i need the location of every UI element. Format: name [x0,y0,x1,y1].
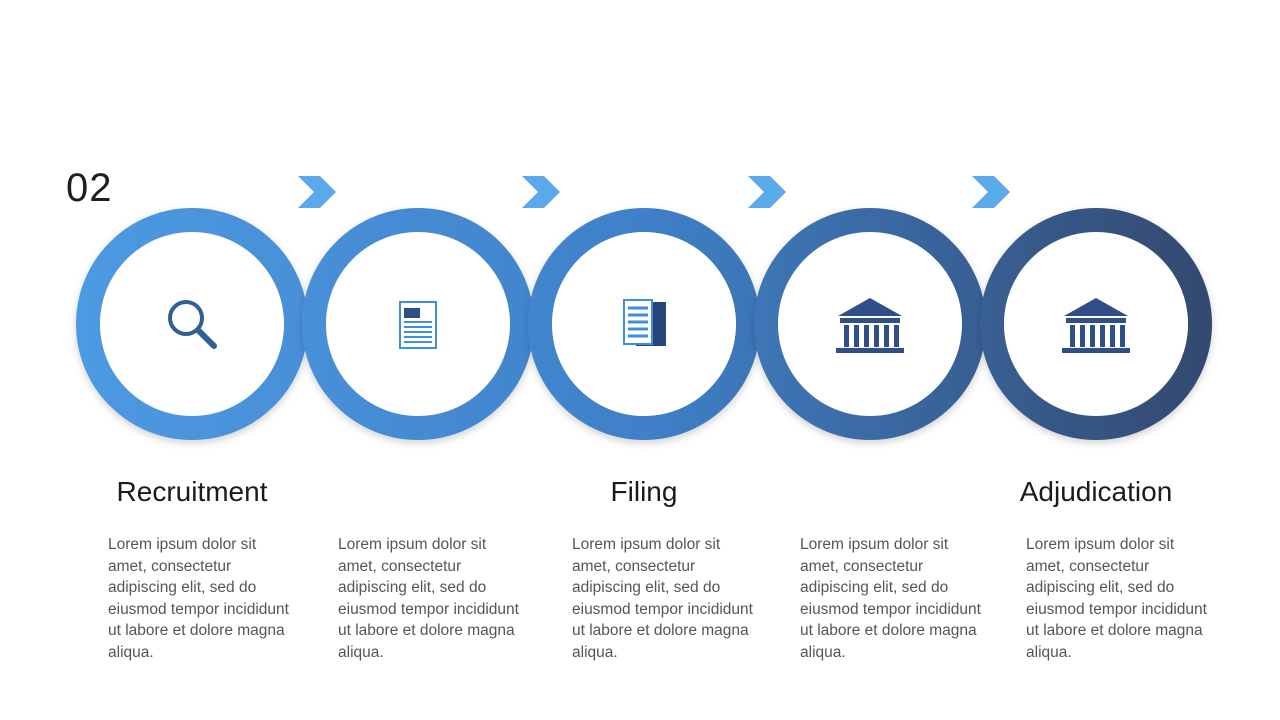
chevron-arrow-icon [298,176,336,208]
chevron-arrow-icon [972,176,1010,208]
stage-description: Lorem ipsum dolor sit amet, consectetur … [1026,536,1207,661]
stage-description: Lorem ipsum dolor sit amet, consectetur … [338,536,519,661]
stage-title: Adjudication [1019,476,1173,507]
nodes [100,232,1188,416]
stage-title: Recruitment [116,476,268,507]
chevron-arrow-icon [522,176,560,208]
courthouse-icon [1062,298,1130,353]
document-icon [399,301,437,349]
stage-disc [1004,232,1188,416]
magnifier-icon [168,300,217,349]
stage-description: Lorem ipsum dolor sit amet, consectetur … [800,536,981,661]
stage-ring [528,208,760,440]
stage-title: Filing [610,476,678,507]
stage-description: Lorem ipsum dolor sit amet, consectetur … [572,536,753,661]
courthouse-icon [836,298,904,353]
flow-arrows [298,176,1010,208]
file-stack-icon [623,299,666,346]
stage-description: Lorem ipsum dolor sit amet, consectetur … [108,536,289,661]
rings [76,208,1212,440]
stage-ring [980,208,1212,440]
stage-disc [778,232,962,416]
chevron-arrow-icon [748,176,786,208]
stage-disc [100,232,284,416]
stage-ring [302,208,534,440]
stage-ring [754,208,986,440]
stage-ring [76,208,308,440]
slide-number: 02 [66,166,113,210]
